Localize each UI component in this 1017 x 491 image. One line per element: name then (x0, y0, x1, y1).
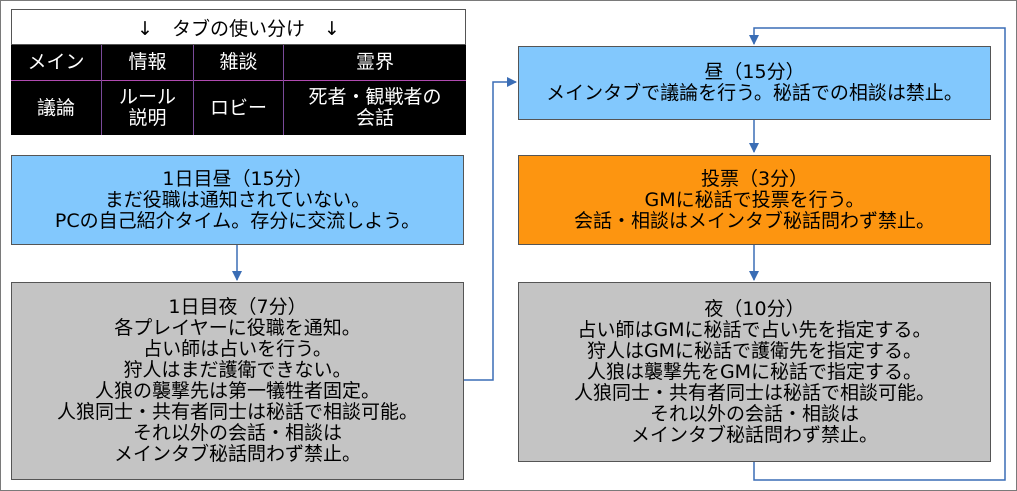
tab-use: ロビー (194, 81, 283, 135)
tab-name: メイン (27, 51, 85, 73)
step-vote: 投票（3分） GMに秘話で投票を行う。 会話・相談はメインタブ秘話問わず禁止。 (518, 155, 991, 245)
step-line: まだ役職は通知されていない。 (104, 188, 371, 211)
step-title: 1日目昼（15分） (162, 167, 313, 190)
step-line: 狩人はまだ護衛できない。 (123, 359, 352, 381)
step-title: 投票（3分） (700, 167, 809, 190)
tab-use-line: 死者・観戦者の (308, 86, 442, 108)
tab-guide-table: メイン 議論 情報 ルール 説明 雑談 ロビー 霊界 死者・観戦者の 会話 (11, 45, 466, 135)
step-line: GMに秘話で投票を行う。 (644, 188, 865, 211)
tab-name: 情報 (128, 51, 167, 73)
step-line: それ以外の会話・相談は (132, 422, 342, 444)
tab-use: ルール 説明 (102, 81, 193, 135)
tab-column-main: メイン 議論 (11, 45, 101, 135)
tab-use-line: ルール (118, 86, 176, 108)
tab-use-line: ロビー (209, 96, 267, 119)
tab-column-info: 情報 ルール 説明 (102, 45, 193, 135)
tab-name: 雑談 (219, 51, 258, 73)
step-day1-night: 1日目夜（7分） 各プレイヤーに役職を通知。 占い師は占いを行う。 狩人はまだ護… (11, 282, 464, 480)
step-line: それ以外の会話・相談は (649, 402, 859, 425)
step-line: 人狼の襲撃先は第一犠牲者固定。 (94, 380, 380, 402)
tab-guide-column-divider (283, 45, 284, 135)
step-line: メインタブで議論を行う。秘話での相談は禁止。 (546, 82, 963, 104)
step-line: メインタブ秘話問わず禁止。 (113, 443, 361, 465)
step-line: 占い師は占いを行う。 (143, 338, 332, 360)
tab-use-line: 議論 (36, 96, 75, 119)
tab-name: 霊界 (355, 51, 394, 73)
step-line: 人狼同士・共有者同士は秘話で相談可能。 (56, 401, 418, 423)
tab-column-chat: 雑談 ロビー (194, 45, 283, 135)
tab-column-spirit: 霊界 死者・観戦者の 会話 (284, 45, 466, 135)
step-line: 人狼同士・共有者同士は秘話で相談可能。 (573, 381, 935, 404)
step-line: 会話・相談はメインタブ秘話問わず禁止。 (573, 209, 935, 232)
step-line: 占い師はGMに秘話で占い先を指定する。 (577, 318, 932, 341)
step-line: 狩人はGMに秘話で護衛先を指定する。 (586, 339, 923, 362)
step-line: メインタブ秘話問わず禁止。 (630, 423, 878, 446)
tab-use: 議論 (11, 81, 101, 135)
tab-use-line: 会話 (355, 107, 394, 129)
step-line: PCの自己紹介タイム。存分に交流しよう。 (54, 209, 421, 232)
step-line: 人狼は襲撃先をGMに秘話で指定する。 (586, 360, 923, 383)
tab-guide-column-divider (193, 45, 194, 135)
step-noon: 昼（15分） メインタブで議論を行う。秘話での相談は禁止。 (518, 46, 991, 120)
step-title: 昼（15分） (704, 61, 805, 83)
step-line: 各プレイヤーに役職を通知。 (114, 317, 361, 339)
tab-guide-divider (11, 80, 466, 81)
tab-guide-title: ↓ タブの使い分け ↓ (11, 9, 466, 45)
tab-use-line: 説明 (128, 107, 167, 129)
tab-guide-column-divider (101, 45, 102, 135)
tab-use: 死者・観戦者の 会話 (284, 81, 466, 135)
step-day1-noon: 1日目昼（15分） まだ役職は通知されていない。 PCの自己紹介タイム。存分に交… (11, 155, 464, 245)
step-title: 1日目夜（7分） (168, 296, 307, 318)
step-night: 夜（10分） 占い師はGMに秘話で占い先を指定する。 狩人はGMに秘話で護衛先を… (518, 282, 991, 462)
step-title: 夜（10分） (704, 297, 805, 320)
arrow-day1night-to-noon (464, 77, 517, 381)
arrow-night-loop-to-noon (749, 27, 1006, 481)
